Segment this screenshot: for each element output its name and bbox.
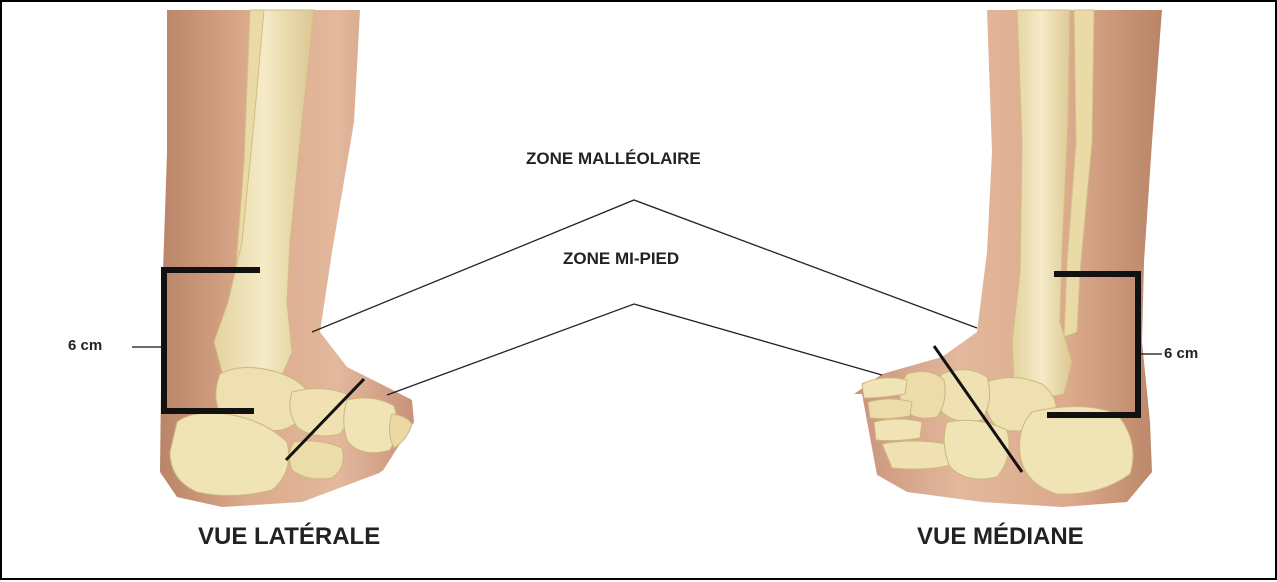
lateral-cuboid-bone [288, 440, 344, 480]
medial-metatarsal-2 [867, 398, 913, 420]
medial-metatarsal-1 [861, 377, 908, 399]
lateral-foot-illustration [160, 9, 442, 512]
medial-cutout [842, 394, 882, 512]
medial-foot-illustration [842, 9, 1162, 512]
midfoot-zone-label: ZONE MI-PIED [563, 249, 680, 268]
lateral-midfoot-cut-line [284, 377, 366, 462]
midfoot-zone-connector [386, 303, 883, 396]
medial-metatarsal-3 [873, 418, 923, 442]
malleolar-zone-connector [311, 199, 978, 333]
zone-connector-lines [311, 199, 978, 396]
medial-view-caption: VUE MÉDIANE [917, 523, 1084, 550]
medial-measurement-bracket [1047, 271, 1141, 418]
lateral-navicular-bone [289, 388, 350, 437]
medial-fibula-bone [1063, 9, 1095, 338]
lateral-cutout [380, 442, 442, 512]
medial-calcaneus-bone [1019, 406, 1134, 495]
medial-tibia-bone [1011, 9, 1073, 401]
lateral-view-caption: VUE LATÉRALE [198, 523, 381, 550]
medial-midfoot-cut-line [932, 345, 1024, 473]
lateral-measurement-bracket [161, 267, 260, 414]
medial-measurement-label: 6 cm [1164, 345, 1199, 362]
malleolar-zone-label: ZONE MALLÉOLAIRE [526, 149, 701, 168]
lateral-cuneiform-bone [343, 397, 398, 454]
lateral-measurement-label: 6 cm [68, 337, 103, 354]
medial-midfoot-bone [943, 419, 1010, 480]
lateral-forefoot-bone [388, 413, 413, 449]
